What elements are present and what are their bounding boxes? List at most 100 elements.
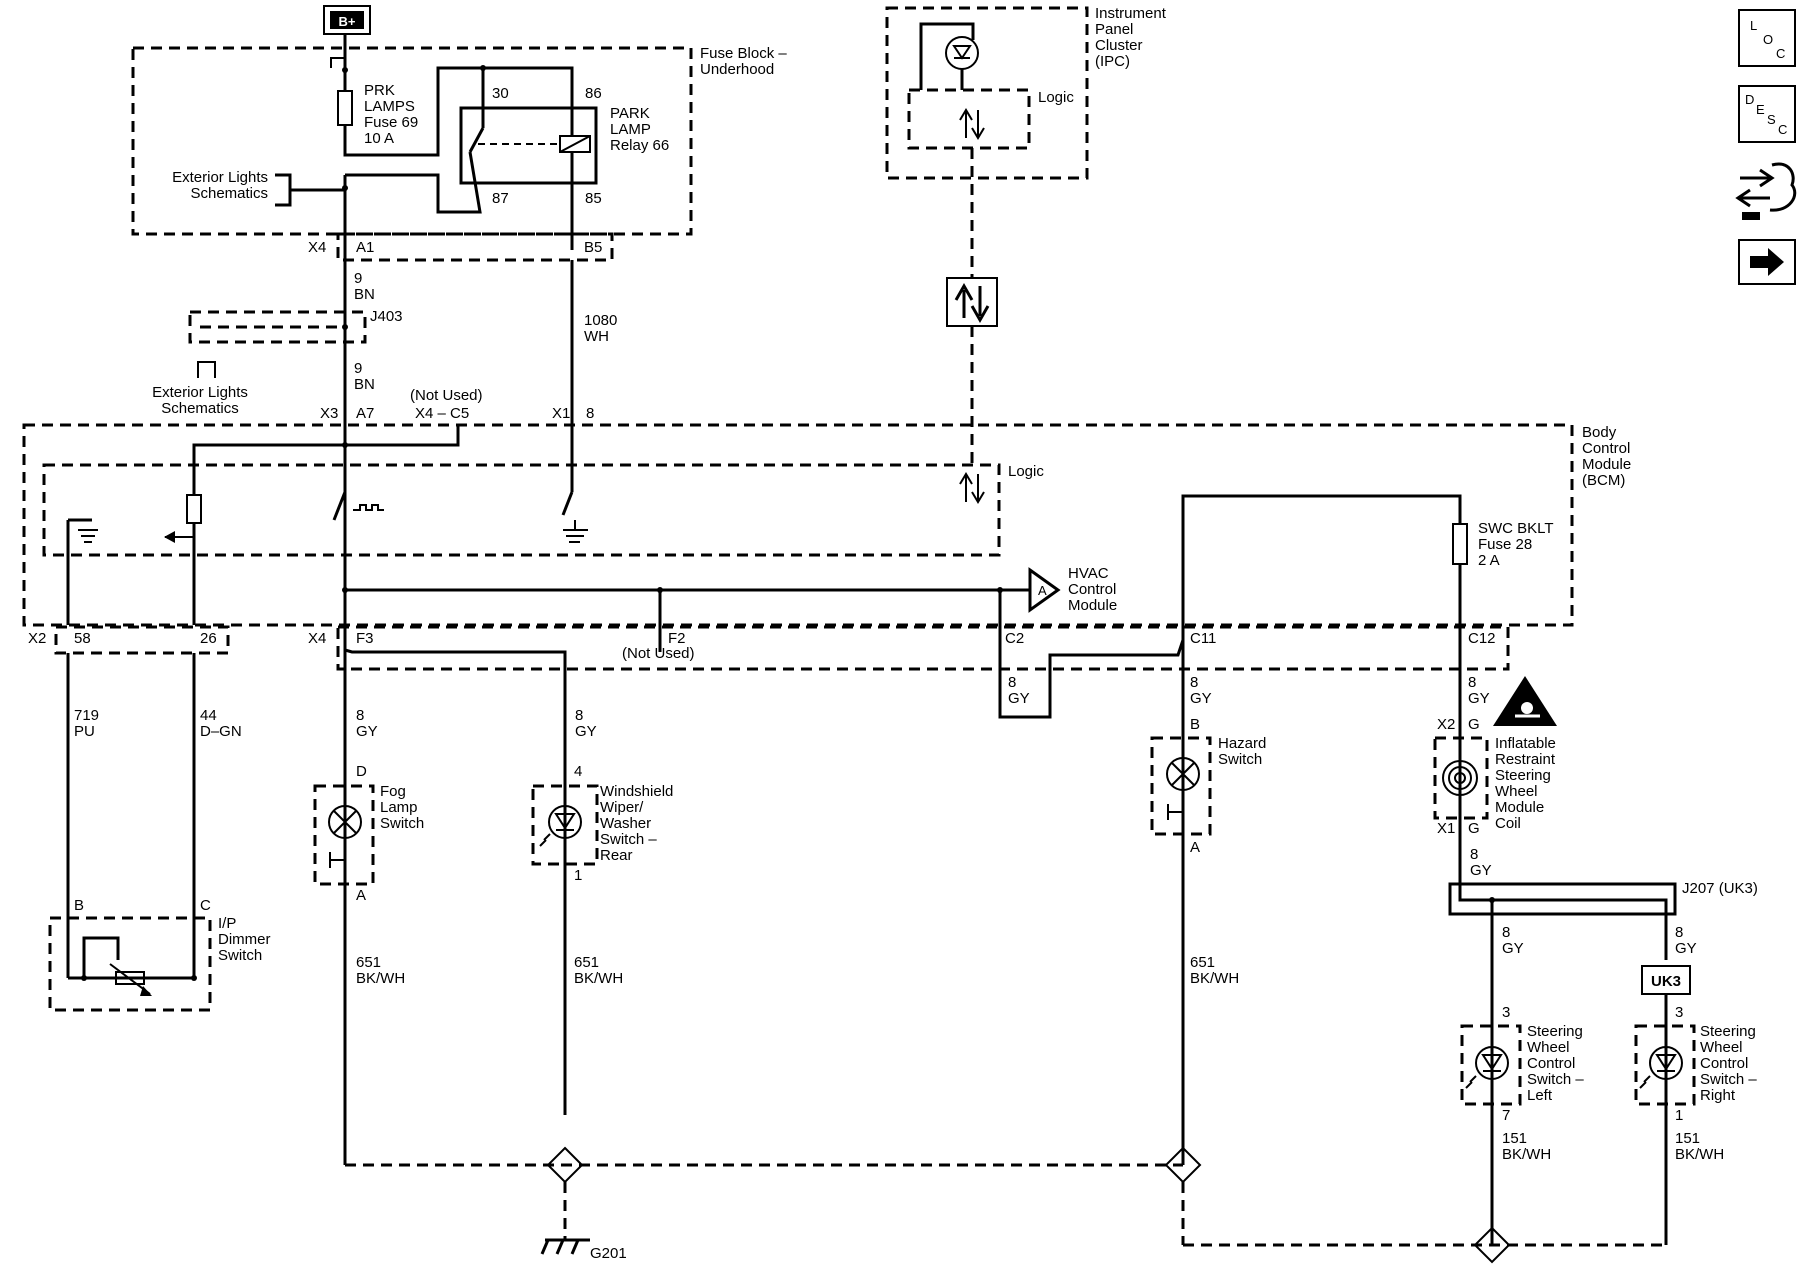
svg-text:L: L — [1750, 18, 1757, 33]
ground-g201: G201 — [540, 1238, 627, 1262]
svg-text:GY: GY — [1008, 690, 1030, 707]
svg-text:87: 87 — [492, 190, 509, 207]
svg-text:9: 9 — [354, 270, 362, 287]
svg-text:X4 – C5: X4 – C5 — [415, 405, 469, 422]
svg-text:8: 8 — [1675, 924, 1683, 941]
svg-text:Rear: Rear — [600, 847, 633, 864]
svg-text:B+: B+ — [339, 14, 356, 29]
svg-text:Steering: Steering — [1700, 1023, 1756, 1040]
svg-text:G201: G201 — [590, 1245, 627, 1262]
serial-data-symbol — [946, 277, 998, 327]
svg-text:Exterior Lights: Exterior Lights — [152, 384, 248, 401]
svg-text:GY: GY — [1470, 862, 1492, 879]
svg-text:D: D — [1745, 92, 1754, 107]
svg-text:D–GN: D–GN — [200, 723, 242, 740]
fog-lamp-switch: D A Fog Lamp Switch — [313, 763, 424, 904]
splice-j207: J207 (UK3) — [1448, 880, 1758, 1020]
inflatable-restraint-coil: X2 G X1 G Inflatable Restraint Steering … — [1433, 676, 1557, 837]
svg-text:8: 8 — [1468, 674, 1476, 691]
svg-text:X2: X2 — [28, 630, 46, 647]
svg-text:Switch –: Switch – — [1700, 1071, 1757, 1088]
svg-text:C: C — [200, 897, 211, 914]
svg-text:Control: Control — [1582, 440, 1630, 457]
svg-text:X4: X4 — [308, 239, 326, 256]
svg-text:BK/WH: BK/WH — [356, 970, 405, 987]
svg-text:C11: C11 — [1190, 630, 1216, 647]
svg-text:B: B — [74, 897, 84, 914]
svg-text:Left: Left — [1527, 1087, 1553, 1104]
svg-text:Switch: Switch — [380, 815, 424, 832]
ip-dimmer-switch: B C I/P Dimmer Switch — [48, 897, 271, 1012]
svg-text:BK/WH: BK/WH — [1190, 970, 1239, 987]
svg-text:GY: GY — [356, 723, 378, 740]
svg-text:B: B — [1190, 716, 1200, 733]
hazard-switch: B A Hazard Switch — [1150, 716, 1266, 856]
svg-text:Wiper/: Wiper/ — [600, 799, 644, 816]
svg-text:Schematics: Schematics — [190, 185, 268, 202]
svg-text:Logic: Logic — [1038, 89, 1074, 106]
svg-text:Module: Module — [1068, 597, 1117, 614]
svg-text:Cluster: Cluster — [1095, 37, 1143, 54]
svg-text:Switch: Switch — [1218, 751, 1262, 768]
svg-text:3: 3 — [1502, 1004, 1510, 1021]
svg-text:LAMPS: LAMPS — [364, 98, 415, 115]
svg-text:BN: BN — [354, 286, 375, 303]
svg-text:O: O — [1763, 32, 1773, 47]
svg-text:LAMP: LAMP — [610, 121, 651, 138]
svg-text:Switch –: Switch – — [1527, 1071, 1584, 1088]
svg-text:Steering: Steering — [1495, 767, 1551, 784]
svg-text:8: 8 — [586, 405, 594, 422]
svg-text:(Not Used): (Not Used) — [410, 387, 483, 404]
svg-text:Inflatable: Inflatable — [1495, 735, 1556, 752]
svg-text:8: 8 — [356, 707, 364, 724]
svg-text:GY: GY — [575, 723, 597, 740]
svg-text:Restraint: Restraint — [1495, 751, 1556, 768]
svg-text:Switch –: Switch – — [600, 831, 657, 848]
svg-text:BK/WH: BK/WH — [1502, 1146, 1551, 1163]
svg-text:Instrument: Instrument — [1095, 5, 1167, 22]
svg-text:1080: 1080 — [584, 312, 617, 329]
windshield-wiper-switch: 4 1 Windshield Wiper/ Washer Switch – Re… — [531, 763, 673, 884]
svg-text:Fuse 69: Fuse 69 — [364, 114, 418, 131]
svg-text:7: 7 — [1502, 1107, 1510, 1124]
svg-text:1: 1 — [1675, 1107, 1683, 1124]
uk3-option-label: UK3 — [1641, 965, 1691, 995]
loc-icon[interactable]: L O C — [1738, 9, 1796, 67]
svg-text:C: C — [1778, 122, 1787, 137]
svg-text:651: 651 — [356, 954, 381, 971]
svg-text:A1: A1 — [356, 239, 374, 256]
svg-text:Switch: Switch — [218, 947, 262, 964]
svg-text:Control: Control — [1700, 1055, 1748, 1072]
svg-text:Module: Module — [1582, 456, 1631, 473]
svg-text:Fog: Fog — [380, 783, 406, 800]
splice-j403: J403 Exterior Lights Schematics — [152, 308, 402, 417]
svg-text:F2: F2 — [668, 630, 686, 647]
svg-text:30: 30 — [492, 85, 509, 102]
desc-icon[interactable]: D E S C — [1738, 85, 1796, 143]
svg-text:Right: Right — [1700, 1087, 1736, 1104]
svg-text:Steering: Steering — [1527, 1023, 1583, 1040]
svg-text:Logic: Logic — [1008, 463, 1044, 480]
connector-icon[interactable] — [1735, 162, 1797, 220]
svg-text:1: 1 — [574, 867, 582, 884]
svg-text:8: 8 — [1008, 674, 1016, 691]
svg-text:C: C — [1776, 46, 1785, 61]
svg-text:651: 651 — [1190, 954, 1215, 971]
svg-text:86: 86 — [585, 85, 602, 102]
svg-text:Body: Body — [1582, 424, 1617, 441]
svg-text:Underhood: Underhood — [700, 61, 774, 78]
ground-network — [345, 1146, 1666, 1264]
svg-text:(Not Used): (Not Used) — [622, 645, 695, 662]
next-arrow-icon[interactable] — [1738, 239, 1796, 285]
svg-text:Wheel: Wheel — [1700, 1039, 1743, 1056]
svg-text:44: 44 — [200, 707, 217, 724]
svg-text:G: G — [1468, 716, 1480, 733]
svg-text:HVAC: HVAC — [1068, 565, 1109, 582]
svg-text:Wheel: Wheel — [1495, 783, 1538, 800]
svg-text:B5: B5 — [584, 239, 602, 256]
svg-text:Fuse 28: Fuse 28 — [1478, 536, 1532, 553]
svg-text:X1: X1 — [1437, 820, 1455, 837]
svg-text:A: A — [1038, 583, 1047, 598]
svg-text:Relay 66: Relay 66 — [610, 137, 669, 154]
